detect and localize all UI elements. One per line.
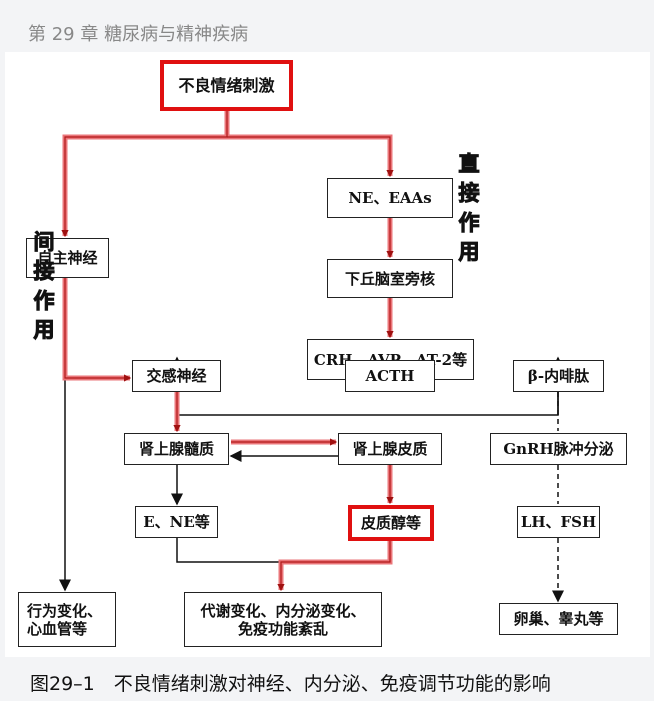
node-behavior: 行为变化、心血管等	[18, 592, 116, 647]
figure-caption: 图29–1 不良情绪刺激对神经、内分泌、免疫调节功能的影响	[30, 673, 551, 695]
label-direct: 直接作用	[458, 152, 480, 265]
node-cortex: 肾上腺皮质	[338, 433, 442, 465]
node-autonomic: 自主神经	[26, 238, 109, 278]
node-endorphin: β-内啡肽	[513, 360, 604, 392]
node-stimulus: 不良情绪刺激	[160, 60, 293, 111]
node-e-ne: E、NE等	[135, 506, 218, 538]
node-cortisol: 皮质醇等	[348, 505, 434, 541]
node-ne-eaas: NE、EAAs	[327, 178, 453, 218]
node-gnrh: GnRH脉冲分泌	[490, 433, 627, 465]
line-ene-metabolic	[176, 538, 282, 563]
node-medulla: 肾上腺髓质	[124, 433, 229, 465]
node-gonads: 卵巢、睾丸等	[499, 603, 618, 635]
chapter-header: 第 29 章 糖尿病与精神疾病	[28, 24, 249, 45]
node-lh-fsh: LH、FSH	[517, 506, 600, 538]
node-metabolic: 代谢变化、内分泌变化、免疫功能紊乱	[184, 592, 382, 647]
node-pvn: 下丘脑室旁核	[327, 259, 453, 298]
node-sympathetic: 交感神经	[132, 360, 221, 392]
node-acth: ACTH	[345, 360, 435, 392]
label-indirect: 间接作用	[33, 230, 55, 343]
